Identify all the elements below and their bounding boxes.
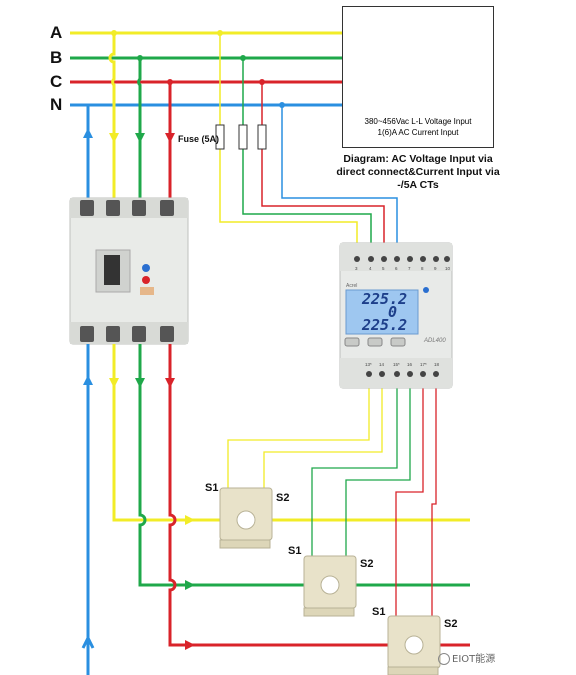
meter-top-terminal-label: 8 (421, 266, 424, 271)
energy-meter (339, 242, 453, 389)
meter-top-terminal-label: 6 (395, 266, 398, 271)
meter-bottom-terminal-label: 16 (407, 362, 413, 367)
bus-n-label: N (50, 95, 63, 114)
lcd-line-2: 0 (388, 303, 398, 321)
ct-a-s2-label: S2 (276, 492, 290, 504)
fuse-c (257, 124, 267, 150)
meter-top-terminal-label: 9 (434, 266, 437, 271)
inset-current-text: 1(6)A AC Current Input (377, 128, 459, 137)
inset-voltage-text: 380~456Vac L-L Voltage Input (364, 117, 472, 126)
bus-c-label: C (50, 72, 63, 91)
fuses (215, 124, 267, 150)
ct-secondary-wires (227, 378, 437, 616)
meter-top-terminal-label: 5 (382, 266, 385, 271)
meter-brand: Acrel (346, 283, 358, 289)
watermark: EIOT能源 (438, 650, 495, 665)
bus-b-label: B (50, 48, 63, 67)
lcd-line-3: 225.2 (362, 316, 408, 334)
meter-top-terminal-label: 7 (408, 266, 411, 271)
meter-top-terminal-label: 10 (445, 266, 451, 271)
fuse-a (215, 124, 225, 150)
meter-bottom-terminal-label: 13* (365, 362, 372, 367)
circuit-breaker (69, 197, 189, 345)
watermark-text: EIOT能源 (452, 654, 496, 665)
load-wires (81, 344, 470, 675)
fuse-label: Fuse (5A) (178, 134, 220, 144)
ct-c (387, 615, 441, 675)
fuse-b (238, 124, 248, 150)
lcd-line-1: 225.2 (362, 290, 408, 308)
ct-b-s1-label: S1 (288, 545, 302, 557)
current-transformers (219, 487, 441, 675)
ct-c-s2-label: S2 (444, 618, 458, 630)
ct-a (219, 487, 273, 549)
ct-b-s2-label: S2 (360, 558, 374, 570)
wechat-icon (438, 653, 450, 665)
meter-bottom-terminal-label: 14 (379, 362, 385, 367)
ct-a-s1-label: S1 (205, 482, 219, 494)
breaker-feed-wires (83, 30, 175, 198)
meter-top-terminal-label: 4 (369, 266, 372, 271)
meter-bottom-terminal-label: 15* (393, 362, 400, 367)
ct-c-s1-label: S1 (372, 606, 386, 618)
meter-bottom-terminal-label: 17* (420, 362, 427, 367)
diagram-caption: Diagram: AC Voltage Input via direct con… (336, 153, 500, 191)
meter-model: ADL400 (424, 338, 446, 344)
meter-top-terminal-label: 3 (355, 266, 358, 271)
bus-a-label: A (50, 23, 63, 42)
meter-bottom-terminal-label: 18 (434, 362, 440, 367)
inset-diagram-box: 380~456Vac L-L Voltage Input 1(6)A AC Cu… (342, 6, 494, 148)
ct-b (303, 555, 357, 617)
